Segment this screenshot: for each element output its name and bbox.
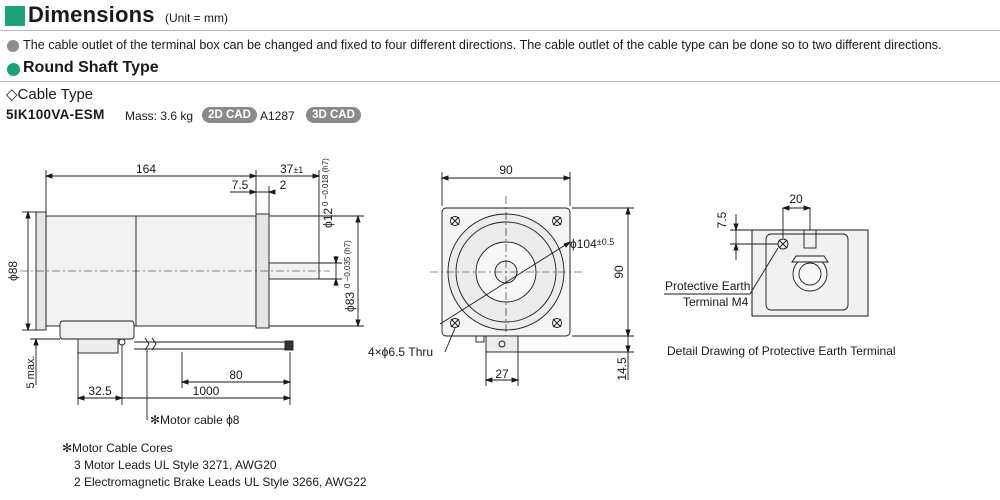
- footnote-line-2: 2 Electromagnetic Brake Leads UL Style 3…: [74, 475, 367, 489]
- dim-14-5: 14.5: [615, 357, 629, 381]
- dim-pilot-dia-tol: 0 −0.035 (h7): [343, 240, 352, 288]
- page-title: Dimensions: [28, 2, 155, 27]
- cad-2d-number: A1287: [260, 109, 295, 123]
- cad-2d-button[interactable]: 2D CAD: [202, 107, 257, 123]
- detail-caption: Detail Drawing of Protective Earth Termi…: [667, 344, 896, 358]
- header-divider: [0, 30, 1000, 31]
- section-divider: [0, 81, 1000, 82]
- dim-pilot-dia: ϕ83: [343, 292, 357, 312]
- dim-body-dia: ϕ88: [6, 261, 20, 281]
- cad-3d-button[interactable]: 3D CAD: [306, 107, 361, 123]
- dim-1000: 1000: [193, 384, 220, 398]
- mass-label: Mass: 3.6 kg: [125, 109, 194, 123]
- dim-bolt-circle: ϕ104±0.5: [570, 237, 614, 251]
- dim-length: 164: [136, 162, 156, 176]
- footnote-title: ✻Motor Cable Cores: [62, 441, 173, 455]
- dim-shaft-dia: ϕ12: [321, 208, 335, 228]
- dim-2: 2: [280, 178, 287, 192]
- motor-front-view: [430, 172, 634, 386]
- cable-outlet-note: The cable outlet of the terminal box can…: [23, 38, 942, 52]
- subsection-title: ◇Cable Type: [6, 86, 94, 103]
- gray-bullet-icon: [7, 40, 19, 52]
- motor-cable-cores-note: ✻Motor Cable Cores 3 Motor Leads UL Styl…: [62, 440, 367, 491]
- footnote-line-1: 3 Motor Leads UL Style 3271, AWG20: [74, 458, 277, 472]
- motor-side-view: [20, 170, 364, 420]
- dim-27: 27: [495, 367, 509, 381]
- dim-7-5: 7.5: [232, 178, 249, 192]
- pe-terminal-detail-view: [664, 205, 869, 317]
- green-bullet-icon: [7, 63, 20, 76]
- section-marker-square: [5, 6, 25, 26]
- pe-label-line1: Protective Earth: [665, 279, 750, 293]
- dim-shaft-dia-tol: 0 −0.018 (h7): [321, 158, 330, 206]
- section-title: Round Shaft Type: [23, 59, 159, 76]
- dim-detail-20: 20: [789, 192, 803, 206]
- dimension-drawing: 164 37±1 7.5 2 ϕ88 ϕ12 0 −0.018 (h7) ϕ83…: [6, 158, 896, 427]
- pe-label-line2: Terminal M4: [683, 295, 749, 309]
- dim-front-height: 90: [612, 265, 626, 279]
- dim-detail-7-5: 7.5: [715, 211, 729, 228]
- motor-cable-label: ✻Motor cable ϕ8: [150, 413, 240, 427]
- dim-shaft-length: 37±1: [280, 162, 303, 176]
- dim-front-width: 90: [499, 163, 513, 177]
- unit-label: (Unit = mm): [165, 11, 228, 25]
- holes-label: 4×ϕ6.5 Thru: [368, 345, 433, 359]
- model-number: 5IK100VA-ESM: [6, 107, 105, 122]
- dim-80: 80: [229, 368, 243, 382]
- dim-32-5: 32.5: [88, 384, 112, 398]
- dim-5-max: 5 max.: [25, 355, 37, 388]
